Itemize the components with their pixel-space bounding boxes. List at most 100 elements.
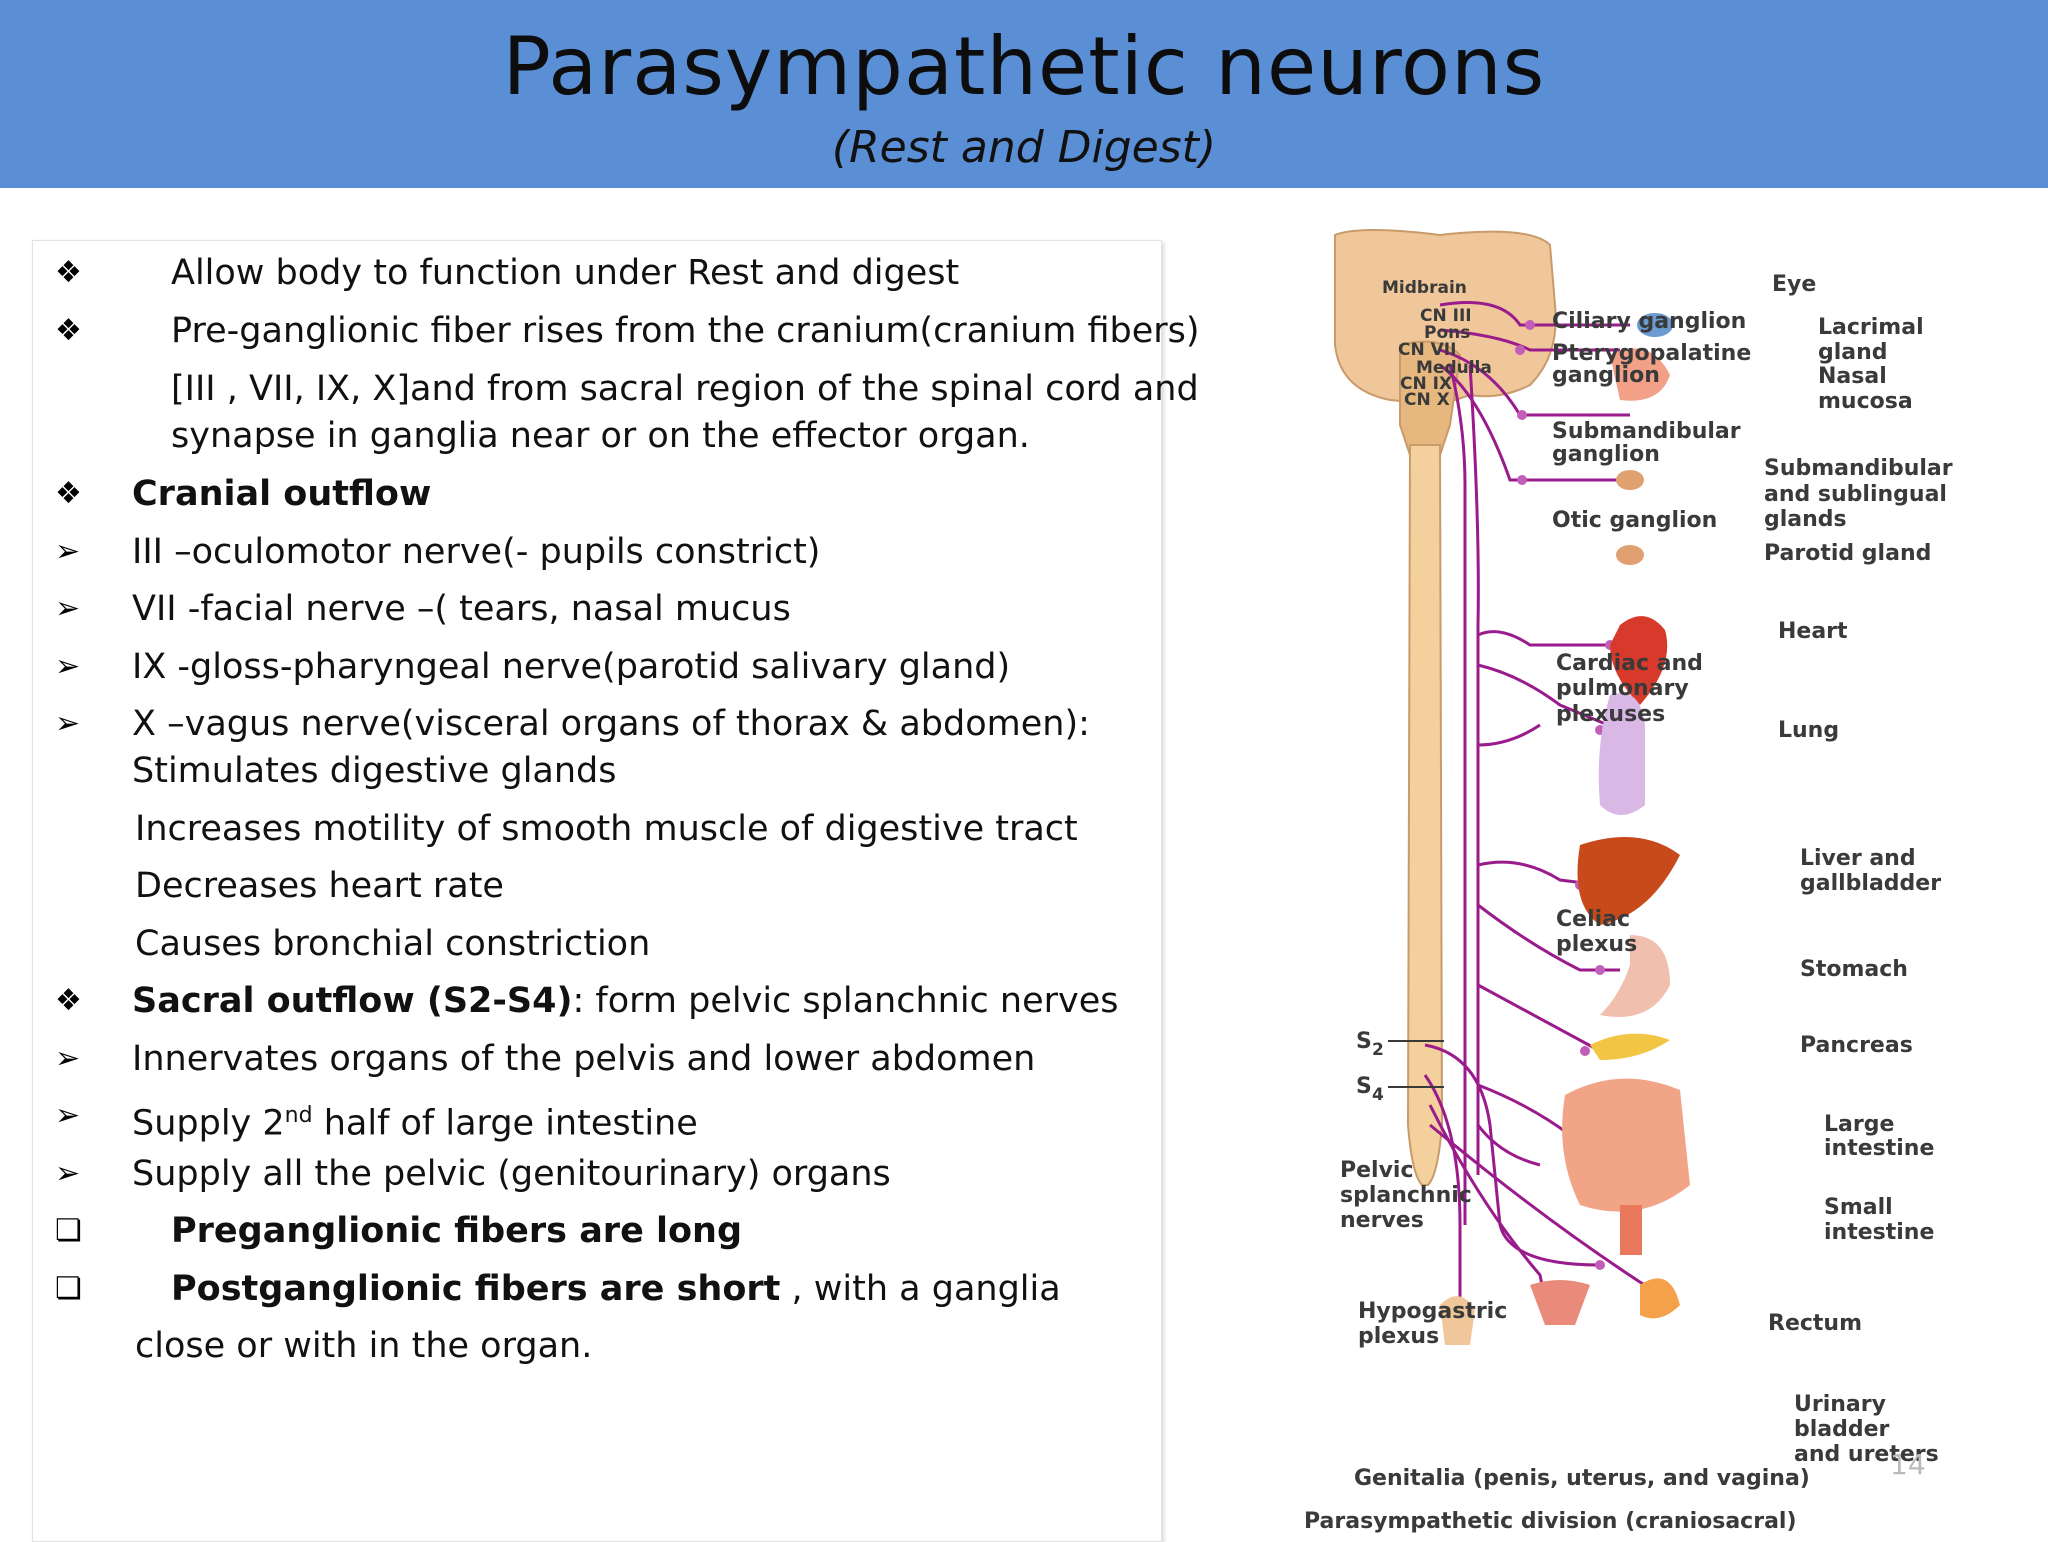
label-ganglion: ganglion bbox=[1552, 442, 1660, 467]
label-plexus: plexus bbox=[1556, 932, 1637, 957]
arrow-bullet-icon: ➢ bbox=[55, 1098, 81, 1133]
label-pterygopalatine: Pterygopalatine bbox=[1552, 341, 1751, 366]
label-lung: Lung bbox=[1778, 718, 1839, 743]
parotid-gland-illustration bbox=[1616, 545, 1644, 565]
label-bladder: bladder bbox=[1794, 1417, 1890, 1442]
text-line-sacral: Sacral outflow (S2-S4): form pelvic spla… bbox=[132, 979, 1119, 1023]
label-eye: Eye bbox=[1772, 272, 1816, 297]
diamond-bullet-icon: ❖ bbox=[55, 255, 82, 290]
slide-subtitle: (Rest and Digest) bbox=[831, 122, 1217, 173]
label-gland: gland bbox=[1818, 340, 1888, 365]
arrow-bullet-icon: ➢ bbox=[55, 534, 81, 569]
eye-illustration bbox=[1637, 313, 1673, 337]
label-otic-ganglion: Otic ganglion bbox=[1552, 508, 1717, 533]
label-urinary: Urinary bbox=[1794, 1392, 1886, 1417]
label-liver: Liver and bbox=[1800, 846, 1916, 871]
brain-illustration bbox=[1334, 229, 1557, 407]
label-hypogastric: Hypogastric bbox=[1358, 1299, 1507, 1324]
label-rectum: Rectum bbox=[1768, 1311, 1862, 1336]
label-s: S bbox=[1356, 1074, 1372, 1099]
label-s: S bbox=[1356, 1029, 1372, 1054]
text-line: Preganglionic fibers are long bbox=[171, 1211, 743, 1251]
label-and-sublingual: and sublingual bbox=[1764, 482, 1947, 507]
slide-title: Parasympathetic neurons bbox=[502, 20, 1546, 113]
box-bullet-icon: ❏ bbox=[55, 1213, 82, 1248]
genitalia-illustration bbox=[1440, 1296, 1475, 1345]
label-splanchnic: splanchnic bbox=[1340, 1183, 1472, 1208]
label-subscript: 2 bbox=[1372, 1040, 1384, 1060]
parasympathetic-diagram: Midbrain CN III Pons CN VII Medulla CN I… bbox=[1304, 229, 1953, 1534]
diamond-bullet-icon: ❖ bbox=[55, 313, 82, 348]
section-heading-sacral: Sacral outflow (S2-S4) bbox=[132, 981, 573, 1021]
sacral-description: : form pelvic splanchnic nerves bbox=[572, 981, 1119, 1021]
label-intestine: intestine bbox=[1824, 1220, 1934, 1245]
label-gallbladder: gallbladder bbox=[1800, 871, 1941, 896]
text-line: Increases motility of smooth muscle of d… bbox=[135, 809, 1078, 849]
intestine-illustration bbox=[1562, 1078, 1690, 1212]
arrow-bullet-icon: ➢ bbox=[55, 1156, 81, 1191]
arrow-bullet-icon: ➢ bbox=[55, 591, 81, 626]
section-heading-cranial: Cranial outflow bbox=[132, 474, 432, 514]
label-glands: glands bbox=[1764, 507, 1847, 532]
page-number: 14 bbox=[1890, 1448, 1926, 1481]
stomach-illustration bbox=[1600, 935, 1670, 1017]
arrow-bullet-icon: ➢ bbox=[55, 649, 81, 684]
text-line: Causes bronchial constriction bbox=[135, 924, 651, 964]
text-line: close or with in the organ. bbox=[135, 1326, 593, 1366]
label-cn-ix: CN IX bbox=[1400, 374, 1452, 394]
text-line: synapse in ganglia near or on the effect… bbox=[171, 416, 1030, 456]
text-fragment: half of large intestine bbox=[312, 1103, 698, 1144]
label-plexus: plexus bbox=[1358, 1324, 1439, 1349]
label-pelvic: Pelvic bbox=[1340, 1158, 1414, 1183]
text-line: VII -facial nerve –( tears, nasal mucus bbox=[132, 589, 791, 629]
label-subscript: 4 bbox=[1372, 1085, 1384, 1105]
nerve-lines bbox=[1423, 301, 1661, 1326]
label-lacrimal: Lacrimal bbox=[1818, 315, 1924, 340]
label-nasal: Nasal bbox=[1818, 364, 1887, 389]
heart-illustration bbox=[1610, 616, 1668, 705]
text-line: IX -gloss-pharyngeal nerve(parotid saliv… bbox=[132, 647, 1011, 687]
pancreas-illustration bbox=[1590, 1033, 1670, 1060]
label-cardiac: Cardiac and bbox=[1556, 651, 1703, 676]
diamond-bullet-icon: ❖ bbox=[55, 983, 82, 1018]
label-parotid-gland: Parotid gland bbox=[1764, 541, 1931, 566]
rectum-illustration bbox=[1620, 1205, 1642, 1255]
content-textbox: ❖ Allow body to function under Rest and … bbox=[32, 240, 1200, 1542]
text-line: X –vagus nerve(visceral organs of thorax… bbox=[132, 704, 1090, 744]
label-large: Large bbox=[1824, 1112, 1894, 1137]
text-fragment: Postganglionic fibers are short bbox=[171, 1269, 781, 1309]
text-line: Stimulates digestive glands bbox=[132, 751, 617, 791]
text-fragment: , with a ganglia bbox=[780, 1269, 1061, 1309]
text-line: Decreases heart rate bbox=[135, 866, 504, 906]
diagram-caption: Parasympathetic division (craniosacral) bbox=[1304, 1509, 1797, 1534]
superscript: nd bbox=[284, 1103, 313, 1128]
label-celiac: Celiac bbox=[1556, 907, 1630, 932]
label-ganglion: ganglion bbox=[1552, 363, 1660, 388]
label-nerves: nerves bbox=[1340, 1208, 1424, 1233]
liver-illustration bbox=[1577, 837, 1680, 925]
label-cn-vii: CN VII bbox=[1398, 340, 1456, 360]
label-midbrain: Midbrain bbox=[1382, 278, 1467, 298]
label-pons: Pons bbox=[1424, 323, 1470, 343]
bladder-illustration bbox=[1640, 1278, 1680, 1319]
arrow-bullet-icon: ➢ bbox=[55, 706, 81, 741]
label-plexuses: plexuses bbox=[1556, 702, 1665, 727]
label-medulla: Medulla bbox=[1416, 358, 1492, 378]
text-line: Postganglionic fibers are short , with a… bbox=[171, 1267, 1061, 1311]
label-stomach: Stomach bbox=[1800, 957, 1908, 982]
label-pancreas: Pancreas bbox=[1800, 1033, 1913, 1058]
label-heart: Heart bbox=[1778, 619, 1848, 644]
arrow-bullet-icon: ➢ bbox=[55, 1041, 81, 1076]
box-bullet-icon: ❏ bbox=[55, 1271, 82, 1306]
label-cn-x: CN X bbox=[1404, 390, 1450, 410]
label-ciliary-ganglion: Ciliary ganglion bbox=[1552, 309, 1746, 334]
text-line: Allow body to function under Rest and di… bbox=[171, 253, 960, 293]
nasal-mucosa-illustration bbox=[1610, 348, 1670, 401]
label-pulmonary: pulmonary bbox=[1556, 676, 1689, 701]
label-genitalia: Genitalia (penis, uterus, and vagina) bbox=[1354, 1466, 1810, 1491]
label-submandibular-ganglion: Submandibular bbox=[1552, 419, 1741, 444]
text-line: Supply all the pelvic (genitourinary) or… bbox=[132, 1154, 891, 1194]
text-line: Pre-ganglionic fiber rises from the cran… bbox=[171, 311, 1200, 351]
text-line: III –oculomotor nerve(- pupils constrict… bbox=[132, 532, 821, 572]
label-mucosa: mucosa bbox=[1818, 389, 1913, 414]
